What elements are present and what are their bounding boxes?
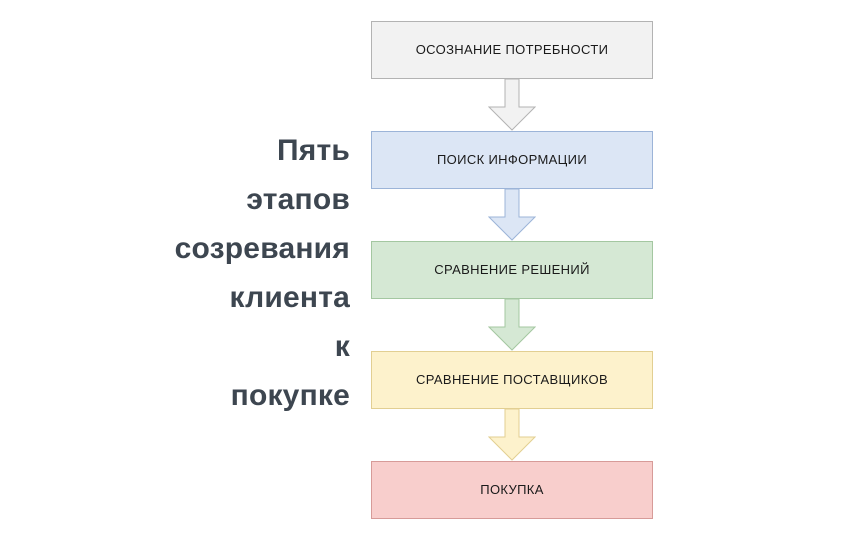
flow-node-purchase[interactable]: ПОКУПКА	[371, 461, 653, 519]
title-line-4: клиента	[229, 281, 350, 314]
flow-node-label: ОСОЗНАНИЕ ПОТРЕБНОСТИ	[415, 42, 609, 57]
arrow-down-icon	[488, 299, 536, 351]
flow-node-label: ПОИСК ИНФОРМАЦИИ	[436, 152, 588, 167]
arrow-down-icon	[488, 79, 536, 131]
flow-arrow-down-icon-1	[488, 79, 536, 131]
diagram-title: Пять этапов созревания клиента к покупке	[110, 126, 350, 420]
title-line-5: к	[334, 330, 350, 363]
title-line-2: этапов	[246, 183, 350, 216]
flowchart: ОСОЗНАНИЕ ПОТРЕБНОСТИ ПОИСК ИНФОРМАЦИИ С…	[371, 21, 653, 521]
arrow-down-icon	[488, 409, 536, 461]
arrow-down-icon	[488, 189, 536, 241]
flow-arrow-down-icon-2	[488, 189, 536, 241]
flow-node-information-search[interactable]: ПОИСК ИНФОРМАЦИИ	[371, 131, 653, 189]
title-line-1: Пять	[276, 134, 350, 167]
title-line-6: покупке	[230, 379, 350, 412]
flow-node-awareness[interactable]: ОСОЗНАНИЕ ПОТРЕБНОСТИ	[371, 21, 653, 79]
flow-arrow-down-icon-3	[488, 299, 536, 351]
flow-node-label: СРАВНЕНИЕ РЕШЕНИЙ	[434, 262, 590, 277]
flow-node-supplier-comparison[interactable]: СРАВНЕНИЕ ПОСТАВЩИКОВ	[371, 351, 653, 409]
flow-arrow-down-icon-4	[488, 409, 536, 461]
flow-node-label: СРАВНЕНИЕ ПОСТАВЩИКОВ	[416, 372, 608, 387]
flow-node-solution-comparison[interactable]: СРАВНЕНИЕ РЕШЕНИЙ	[371, 241, 653, 299]
flow-node-label: ПОКУПКА	[480, 482, 544, 497]
title-line-3: созревания	[174, 232, 350, 265]
